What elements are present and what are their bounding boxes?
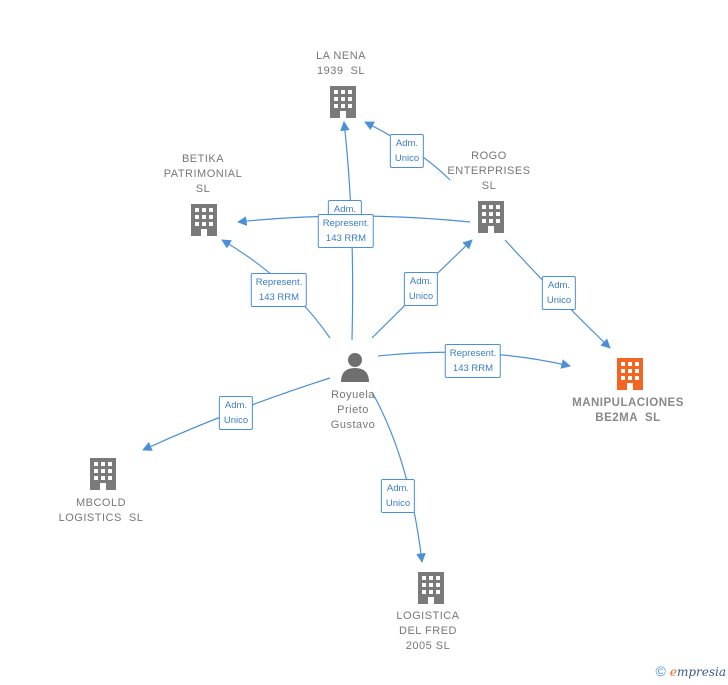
person-icon[interactable] bbox=[341, 353, 369, 382]
empresia-logo: ©empresia bbox=[656, 663, 727, 679]
node-manipulaciones[interactable]: MANIPULACIONES BE2MA SL bbox=[572, 397, 684, 424]
edge-label-rogo-lanena: Adm. Unico bbox=[389, 134, 425, 168]
node-la-nena[interactable]: LA NENA 1939 SL bbox=[316, 50, 366, 77]
edge-label-person-mbcold: Adm. Unico bbox=[218, 396, 254, 430]
brand-rest: mpresia bbox=[676, 665, 726, 679]
edge-label-rogo-manip: Adm. Unico bbox=[541, 276, 577, 310]
building-icon[interactable] bbox=[478, 201, 504, 233]
building-icon[interactable] bbox=[617, 358, 643, 390]
edge-label-person-betika: Represent. 143 RRM bbox=[250, 273, 308, 307]
node-rogo[interactable]: ROGO ENTERPRISES SL bbox=[447, 150, 531, 192]
building-icon[interactable] bbox=[330, 86, 356, 118]
node-mbcold[interactable]: MBCOLD LOGISTICS SL bbox=[58, 497, 144, 524]
edge-label-person-manip: Represent. 143 RRM bbox=[444, 344, 502, 378]
edge-label-rogo-betika: Represent. 143 RRM bbox=[317, 214, 375, 248]
building-icon[interactable] bbox=[418, 572, 444, 604]
edge-person-logistica bbox=[371, 391, 426, 563]
brand-e: e bbox=[669, 665, 677, 679]
building-icon[interactable] bbox=[90, 458, 116, 490]
edge-label-person-logistica: Adm. Unico bbox=[380, 479, 416, 513]
node-betika[interactable]: BETIKA PATRIMONIAL SL bbox=[163, 153, 243, 195]
copyright-symbol: © bbox=[655, 663, 666, 679]
node-logistica[interactable]: LOGISTICA DEL FRED 2005 SL bbox=[396, 610, 460, 652]
node-person[interactable]: Royuela Prieto Gustavo bbox=[330, 389, 376, 431]
building-icon[interactable] bbox=[191, 204, 217, 236]
edge-label-person-rogo: Adm. Unico bbox=[403, 272, 439, 306]
